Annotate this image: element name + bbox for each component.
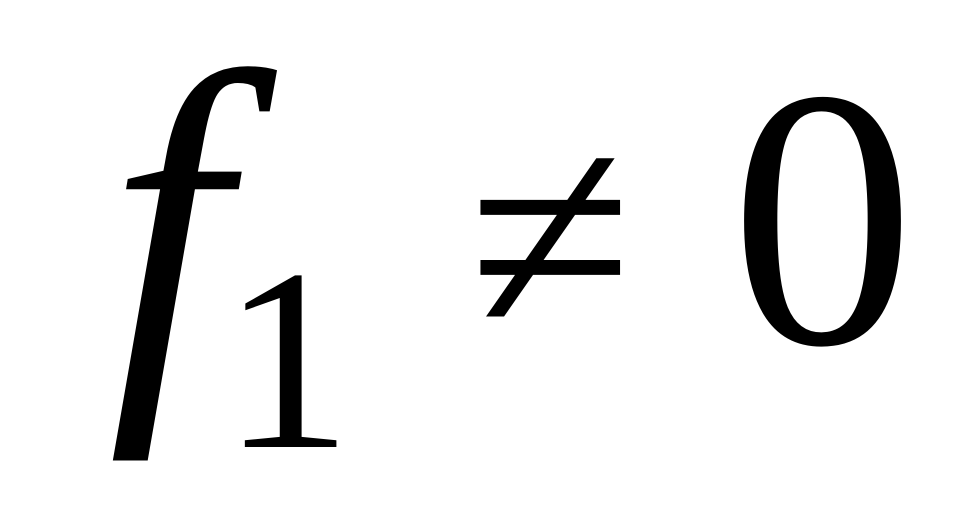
not-equal-sign: ≠ xyxy=(468,70,633,402)
variable-f: f xyxy=(108,0,228,463)
zero-value: 0 xyxy=(730,14,915,424)
subscript-one: 1 xyxy=(222,216,352,504)
